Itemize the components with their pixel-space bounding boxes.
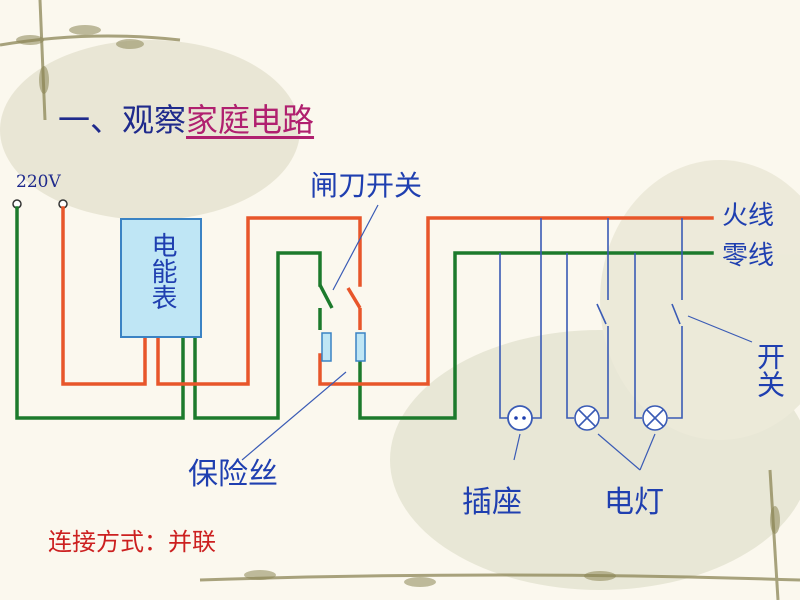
connection-method: 连接方式：并联: [48, 528, 216, 556]
energy-meter-label: 电能表: [146, 232, 177, 310]
fuse-left: [321, 332, 332, 362]
lamp-symbol-2: [642, 405, 668, 431]
page-title: 一、观察家庭电路: [58, 101, 315, 139]
fuse-right: [355, 332, 366, 362]
socket-label: 插座: [462, 485, 522, 520]
title-highlight-link[interactable]: 家庭电路: [186, 101, 315, 139]
live-wire: [61, 206, 714, 386]
lamp-symbol-1: [574, 405, 600, 431]
branch-wires: [499, 218, 683, 419]
live-wire-label: 火线: [722, 201, 775, 231]
lamp-label: 电灯: [604, 485, 664, 520]
energy-meter: 电能表: [120, 218, 202, 338]
voltage-label: 220V: [16, 172, 61, 192]
switch-label: 开关: [753, 342, 786, 398]
fuse-label: 保险丝: [188, 457, 278, 492]
knife-switch: [318, 284, 334, 309]
neutral-wire-label: 零线: [722, 241, 775, 271]
knife-switch-label: 闸刀开关: [310, 169, 423, 202]
socket-symbol: [507, 405, 533, 431]
